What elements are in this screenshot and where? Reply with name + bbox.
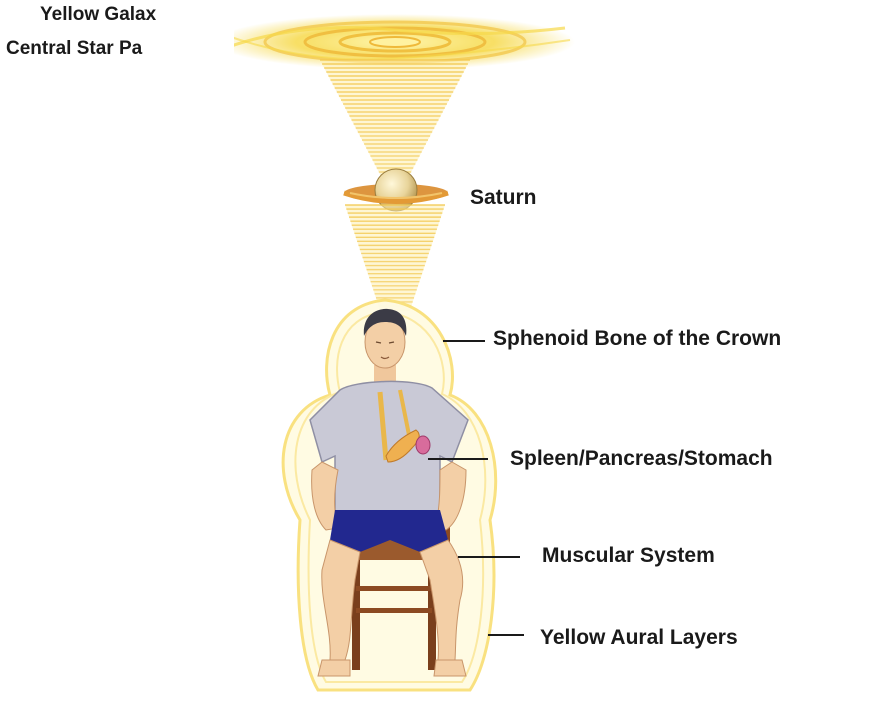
crown-leader-line (443, 340, 485, 342)
galaxy-label-mask (210, 0, 234, 70)
saturn-label: Saturn (470, 186, 537, 210)
lower-light-beam (345, 205, 445, 310)
aura-label: Yellow Aural Layers (540, 626, 738, 650)
spleen-leader-line (428, 458, 488, 460)
upper-light-beam (320, 60, 470, 180)
crown-label: Sphenoid Bone of the Crown (493, 327, 781, 351)
galaxy-label-line1: Yellow Galax (40, 4, 156, 26)
muscular-label: Muscular System (542, 544, 715, 568)
aura-leader-line (488, 634, 524, 636)
spleen-label: Spleen/Pancreas/Stomach (510, 447, 773, 471)
muscular-leader-line (458, 556, 520, 558)
galaxy-label-line2: Central Star Pa (6, 38, 142, 60)
